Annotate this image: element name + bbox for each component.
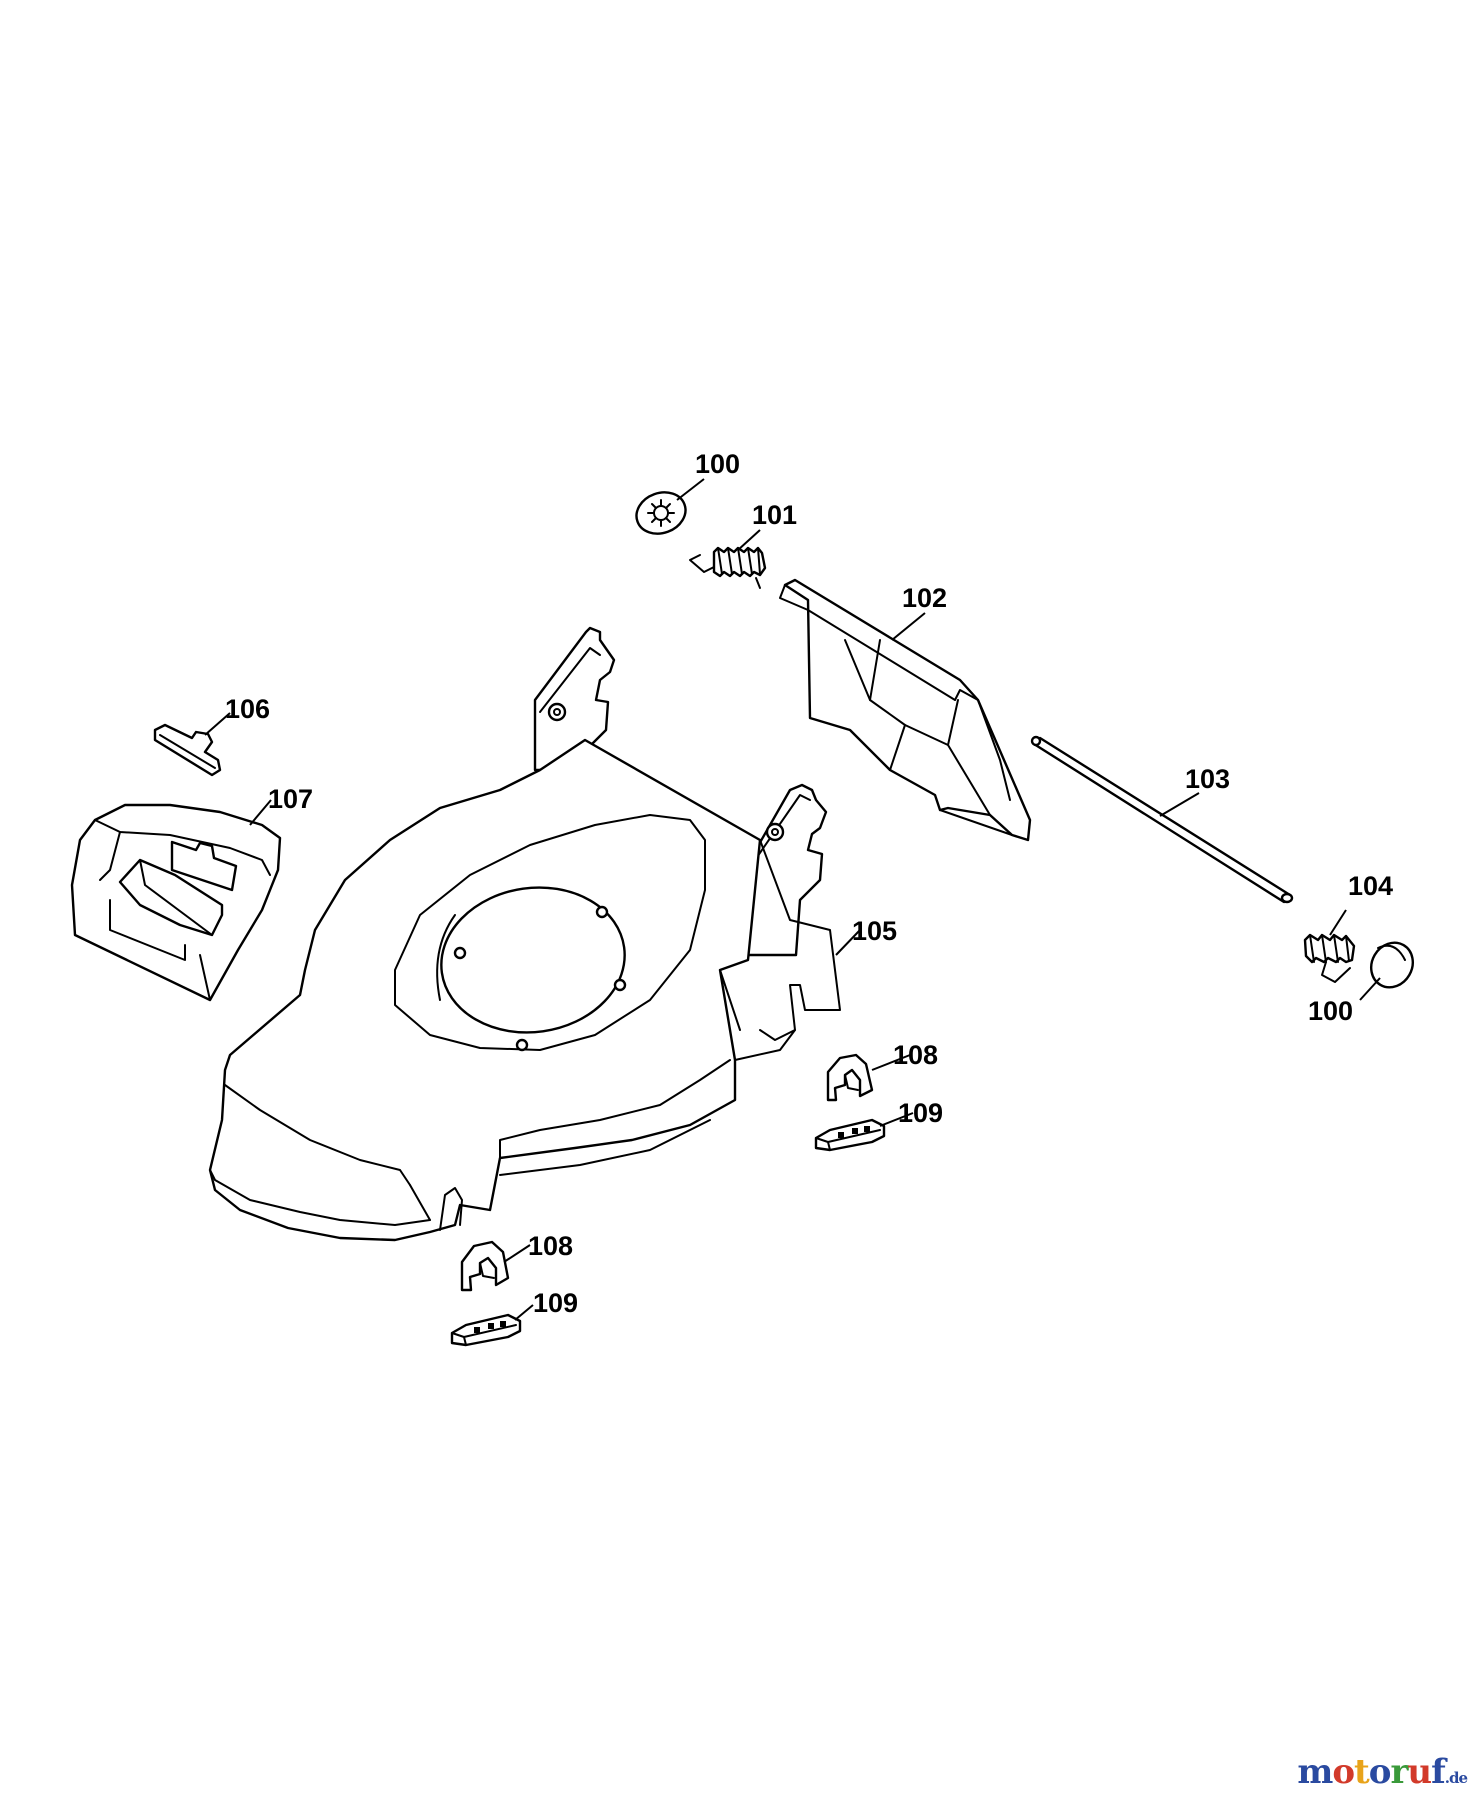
grass-deflector [70,803,282,1002]
watermark-tld: .de [1444,1769,1468,1787]
callout-106-plate: 106 [225,694,270,724]
spring-101 [689,546,767,589]
watermark-letter: m [1297,1752,1333,1792]
motoruf-watermark-logo: motoruf.de [1297,1752,1468,1792]
callout-109-block-upper: 109 [898,1098,943,1128]
star-washer-top [635,491,687,535]
watermark-letter: f [1431,1752,1446,1792]
hinge-rod [1030,735,1294,904]
callout-100-cap: 100 [1308,996,1353,1026]
callout-108-clip-lower: 108 [528,1231,573,1261]
callout-labels: 100 101 102 103 104 100 105 106 107 108 … [225,449,1393,1318]
callout-109-block-lower: 109 [533,1288,578,1318]
callout-104-spring: 104 [1348,871,1393,901]
watermark-letter: o [1332,1752,1355,1792]
callout-103-rod: 103 [1185,764,1230,794]
mower-deck-housing [208,626,841,1242]
callout-101-spring: 101 [752,500,797,530]
callout-107-deflector: 107 [268,784,313,814]
leader-lines [204,478,1381,1321]
spring-104 [1303,933,1356,983]
clip-108-lower [460,1240,510,1292]
block-109-upper [814,1118,886,1152]
clip-plate-106 [153,723,222,777]
block-109-lower [450,1313,522,1347]
clip-108-upper [826,1053,874,1102]
watermark-letter: t [1354,1752,1370,1792]
watermark-letter: o [1368,1752,1392,1792]
watermark-letter: u [1407,1752,1432,1792]
callout-100-washer: 100 [695,449,740,479]
cap-bottom [1370,941,1414,989]
callout-108-clip-upper: 108 [893,1040,938,1070]
watermark-letter: r [1390,1752,1408,1792]
discharge-flap [779,578,1032,842]
callout-105-housing: 105 [852,916,897,946]
callout-102-flap: 102 [902,583,947,613]
